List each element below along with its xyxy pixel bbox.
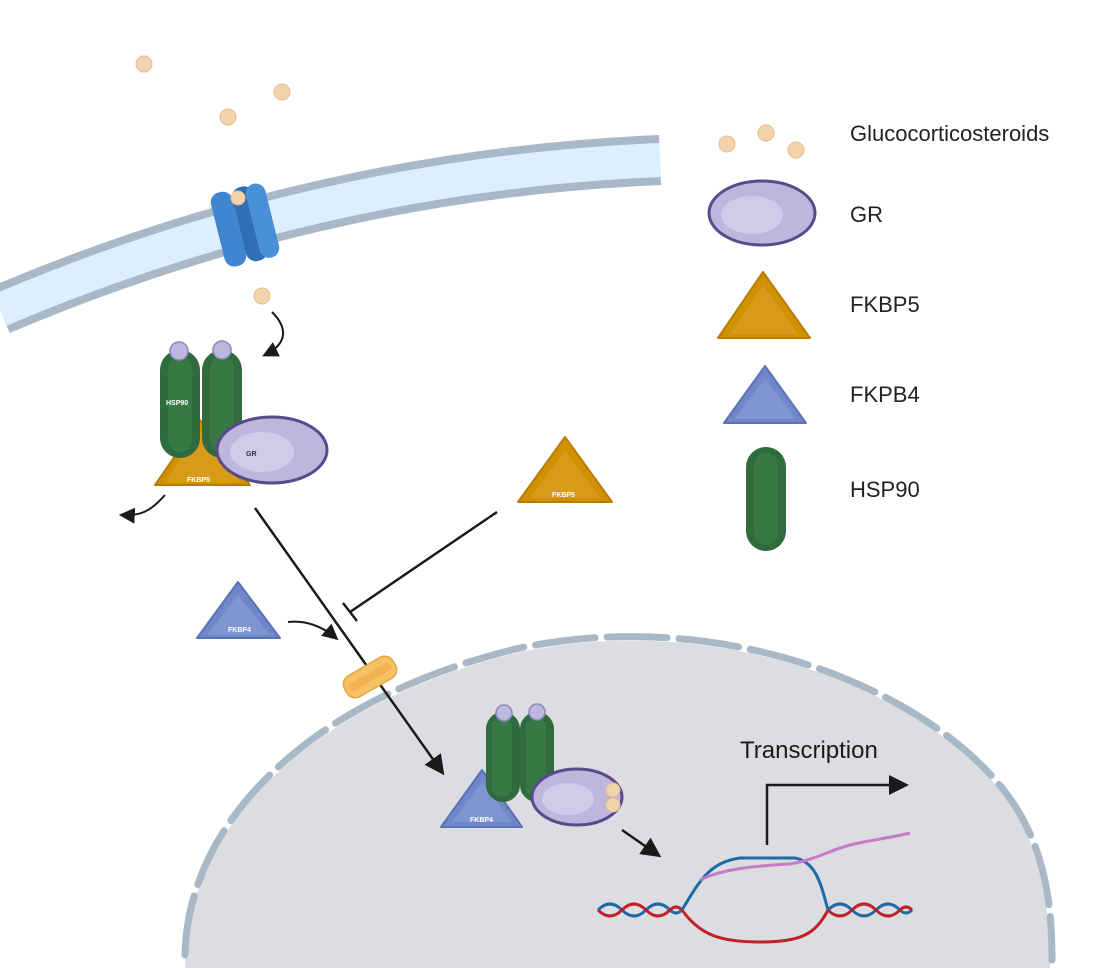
ligand xyxy=(273,83,291,101)
nuclear-fkbp4-label: FKBP4 xyxy=(470,817,493,824)
cytoplasmic-complex: FKBP5 HSP90 GR xyxy=(154,340,329,486)
legend-glucocorticosteroids: Glucocorticosteroids xyxy=(850,121,1049,146)
dna-binding-arrow xyxy=(621,828,662,858)
free-fkbp5: FKBP5 xyxy=(517,436,613,503)
ligand xyxy=(219,108,237,126)
nuclear-pore xyxy=(342,655,398,699)
ligand-entry-arrow xyxy=(262,311,284,357)
legend-gr-icon xyxy=(707,179,817,247)
transcription-arrow xyxy=(765,775,909,845)
nuclear-envelope xyxy=(181,633,1056,964)
legend-gr: GR xyxy=(850,202,883,227)
legend-fkpb4: FKPB4 xyxy=(850,382,920,407)
ligand xyxy=(135,55,153,73)
nuclear-complex: FKBP4 xyxy=(440,703,624,828)
ligand xyxy=(230,190,246,206)
dna xyxy=(596,831,914,944)
fkbp5-inhibition xyxy=(342,510,498,622)
free-fkbp4-label: FKBP4 xyxy=(228,627,251,634)
legend-ligand-icon xyxy=(718,124,805,159)
free-fkbp5-label: FKBP5 xyxy=(552,492,575,499)
ligand xyxy=(253,287,271,305)
ligands-extracellular xyxy=(135,55,291,305)
membrane-channel xyxy=(210,183,280,267)
cell-membrane xyxy=(0,135,662,334)
transcription-label: Transcription xyxy=(740,737,878,764)
complex-hsp90-label: HSP90 xyxy=(166,400,188,407)
complex-fkbp5-label: FKBP5 xyxy=(187,477,210,484)
legend-hsp90-icon xyxy=(746,447,786,551)
legend-fkpb4-icon xyxy=(723,365,807,424)
cochaperone xyxy=(169,341,189,361)
legend: Glucocorticosteroids GR FKBP5 FKPB4 HSP9… xyxy=(707,121,1049,551)
legend-fkbp5-icon xyxy=(717,271,811,339)
complex-gr-label: GR xyxy=(246,451,257,458)
translocation-arrow xyxy=(253,507,445,776)
legend-hsp90: HSP90 xyxy=(850,477,920,502)
fkbp5-release-arrow xyxy=(118,494,166,524)
legend-fkbp5: FKBP5 xyxy=(850,292,920,317)
fkbp4-recruit-arrow xyxy=(287,620,339,641)
rna-strand xyxy=(699,831,911,882)
free-fkbp4: FKBP4 xyxy=(196,581,281,639)
cochaperone xyxy=(212,340,232,360)
